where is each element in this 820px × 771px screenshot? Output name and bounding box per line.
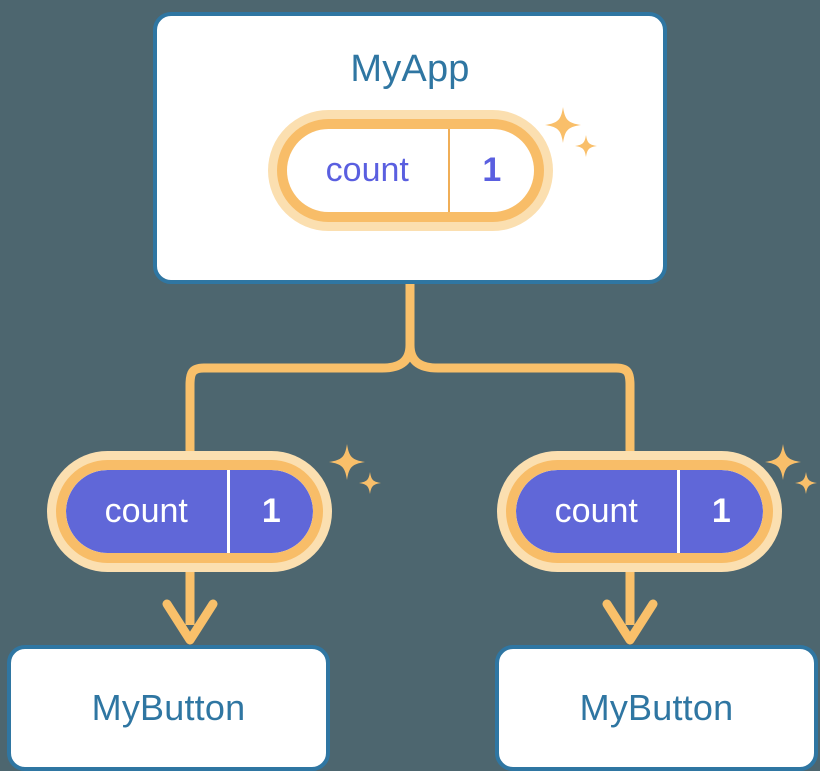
pill-button-right-value: 1 bbox=[676, 470, 763, 553]
card-button-left-title: MyButton bbox=[91, 687, 246, 728]
card-myapp-title: MyApp bbox=[350, 48, 470, 90]
arrow-right-pill-to-button bbox=[602, 565, 658, 645]
sparkle-icon bbox=[329, 444, 365, 480]
sparkles-button-left bbox=[329, 444, 381, 494]
pill-button-left-key: count bbox=[104, 492, 188, 530]
pill-button-left[interactable]: count 1 bbox=[47, 451, 332, 572]
pill-myapp-value: 1 bbox=[447, 129, 534, 212]
branch-to-left-pill bbox=[185, 340, 415, 465]
pill-myapp-ring: count 1 bbox=[277, 119, 544, 222]
pill-button-right-key: count bbox=[554, 492, 638, 530]
card-button-right-title: MyButton bbox=[579, 687, 734, 728]
card-button-left[interactable]: MyButton bbox=[7, 645, 330, 771]
pill-button-right-body: count 1 bbox=[516, 470, 763, 553]
branch-to-right-pill bbox=[405, 340, 635, 465]
pill-button-right-ring: count 1 bbox=[506, 460, 773, 563]
pill-button-left-inner: count 1 bbox=[66, 470, 313, 553]
sparkle-small-icon bbox=[359, 472, 381, 494]
pill-button-left-ring: count 1 bbox=[56, 460, 323, 563]
sparkle-small-icon bbox=[795, 472, 817, 494]
pill-button-right[interactable]: count 1 bbox=[497, 451, 782, 572]
pill-myapp-key: count bbox=[325, 151, 409, 189]
pill-button-left-value: 1 bbox=[226, 470, 313, 553]
pill-myapp-body: count 1 bbox=[287, 129, 534, 212]
pill-button-left-body: count 1 bbox=[66, 470, 313, 553]
sparkle-icon bbox=[765, 444, 801, 480]
pill-button-right-inner: count 1 bbox=[516, 470, 763, 553]
pill-myapp[interactable]: count 1 bbox=[268, 110, 553, 231]
arrow-left-pill-to-button bbox=[162, 565, 218, 645]
card-button-right[interactable]: MyButton bbox=[495, 645, 818, 771]
